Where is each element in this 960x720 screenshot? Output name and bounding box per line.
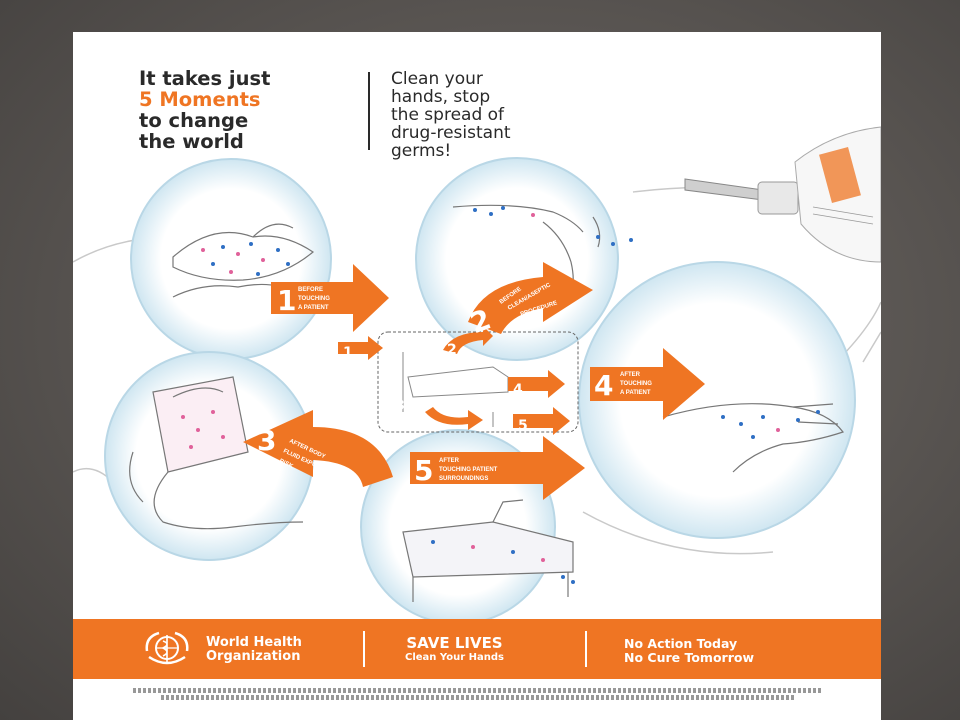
tagline-line-5: germs! (391, 141, 452, 161)
who-name-line-2: Organization (206, 649, 301, 664)
svg-text:4: 4 (513, 382, 523, 398)
bg-line (582, 511, 774, 555)
tagline-line-3: the spread of (391, 105, 505, 125)
disclaimer-text (133, 688, 823, 700)
poster-illustration: 1 2 3 4 5 1 BEFORE TOUCHING A PATIENT (73, 126, 881, 625)
no-action-line-1: No Action Today (624, 636, 738, 651)
svg-text:BEFORE: BEFORE (298, 287, 323, 293)
bed-illustration (402, 499, 574, 602)
header-divider (368, 72, 370, 150)
moment-5-arrow: 5 AFTER TOUCHING PATIENT SURROUNDINGS (410, 436, 585, 500)
sanitizer-bottle-icon (684, 126, 881, 263)
who-name: World Health Organization (206, 636, 302, 664)
germs (431, 540, 575, 584)
who-name-line-1: World Health (206, 635, 302, 650)
mini-moment-4: 4 (508, 370, 565, 398)
footer-bar: World Health Organization SAVE LIVES Cle… (73, 619, 881, 679)
svg-text:1: 1 (277, 284, 296, 317)
moment-3-arrow: 3 AFTER BODY FLUID EXPOSURE RISK (243, 410, 393, 487)
save-lives-subtitle: Clean Your Hands (405, 652, 504, 663)
svg-text:3: 3 (257, 424, 276, 457)
who-logo-icon (145, 631, 189, 665)
svg-text:1: 1 (343, 345, 353, 361)
moment-1-bubble (130, 158, 332, 360)
germs (181, 410, 225, 449)
headline-line-3: to change (139, 109, 249, 132)
svg-text:3: 3 (395, 398, 405, 414)
germs (201, 242, 290, 276)
svg-text:AFTER: AFTER (620, 372, 641, 378)
svg-text:RISK: RISK (278, 458, 294, 470)
moment-4-arrow: 4 AFTER TOUCHING A PATIENT (590, 348, 705, 420)
moment-2-bubble (415, 157, 619, 361)
svg-text:AFTER: AFTER (439, 458, 460, 464)
svg-text:A PATIENT: A PATIENT (620, 390, 651, 396)
mini-moment-3: 3 (395, 398, 483, 430)
tagline: Clean your hands, stop the spread of dru… (391, 70, 621, 160)
footer-divider (585, 631, 587, 667)
no-action-block: No Action Today No Cure Tomorrow (624, 637, 754, 665)
moment-4-bubble (578, 261, 856, 539)
central-diagram-box (377, 331, 579, 433)
iv-bag-illustration (129, 376, 304, 530)
svg-text:TOUCHING PATIENT: TOUCHING PATIENT (439, 467, 498, 473)
headline-line-4: the world (139, 130, 244, 153)
mini-moment-2: 2 (443, 326, 493, 358)
svg-text:4: 4 (594, 369, 613, 402)
headline: It takes just 5 Moments to change the wo… (139, 68, 369, 152)
headline-line-1: It takes just (139, 67, 271, 90)
tagline-line-2: hands, stop (391, 87, 491, 107)
svg-text:5: 5 (518, 418, 528, 434)
svg-text:5: 5 (414, 454, 433, 487)
save-lives-block: SAVE LIVES Clean Your Hands (405, 635, 504, 664)
hand-after-illustration (662, 403, 844, 473)
svg-text:2: 2 (447, 342, 457, 358)
svg-text:TOUCHING: TOUCHING (620, 381, 652, 387)
patient-bed-icon (402, 352, 509, 427)
bg-line (862, 331, 881, 363)
svg-text:SURROUNDINGS: SURROUNDINGS (439, 476, 488, 482)
mini-moment-5: 5 (513, 407, 570, 435)
moment-1-arrow: 1 BEFORE TOUCHING A PATIENT (271, 264, 389, 332)
germs (473, 206, 633, 246)
svg-text:A PATIENT: A PATIENT (298, 305, 329, 311)
no-action-line-2: No Cure Tomorrow (624, 650, 754, 665)
tagline-line-1: Clean your (391, 69, 483, 89)
mini-moment-1: 1 (338, 336, 383, 361)
headline-line-2: 5 Moments (139, 88, 261, 111)
who-poster: 1 2 3 4 5 1 BEFORE TOUCHING A PATIENT (73, 32, 881, 720)
footer-divider (363, 631, 365, 667)
save-lives-title: SAVE LIVES (406, 634, 503, 652)
germs (721, 410, 820, 439)
svg-text:TOUCHING: TOUCHING (298, 296, 330, 302)
tagline-line-4: drug-resistant (391, 123, 511, 143)
